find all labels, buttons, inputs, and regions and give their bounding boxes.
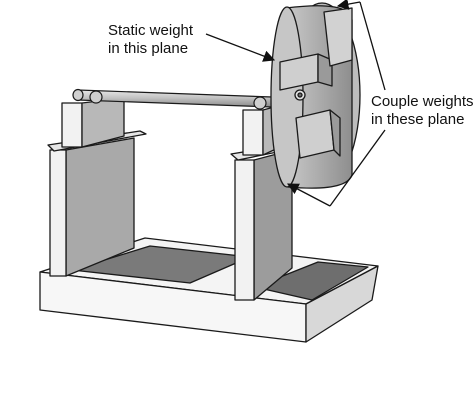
static-weight-side xyxy=(317,53,333,87)
couple-weight-lower xyxy=(295,109,335,159)
couple-label-line2: in these plane xyxy=(371,111,464,128)
static-label-line2: in this plane xyxy=(108,40,188,57)
couple-leader-upper-arrow xyxy=(336,0,361,10)
left-bearing-block xyxy=(61,102,83,148)
couple-weight-lower-side xyxy=(329,109,341,157)
couple-leader-upper xyxy=(359,1,386,91)
left-pedestal-front xyxy=(49,149,67,277)
left-pedestal xyxy=(47,97,147,277)
rotor xyxy=(270,2,361,189)
couple-leader-lower-arrow xyxy=(286,183,331,207)
static-leader-arrow xyxy=(205,33,276,62)
callout-static: Static weight in this plane xyxy=(108,22,276,62)
base-right-rail xyxy=(254,261,369,301)
right-pedestal-front xyxy=(234,159,255,301)
base-right-face xyxy=(305,265,379,343)
left-journal xyxy=(89,90,103,104)
couple-label-line1: Couple weights xyxy=(371,93,474,110)
rotor-center-bolt xyxy=(297,92,303,98)
couple-leader-lower xyxy=(329,129,386,207)
shaft-left-end xyxy=(72,88,84,102)
right-bearing-block xyxy=(242,109,264,156)
callout-couple: Couple weights in these plane xyxy=(286,0,474,207)
base-frame xyxy=(39,237,379,343)
static-label-line1: Static weight xyxy=(108,22,194,39)
right-journal xyxy=(253,96,267,110)
